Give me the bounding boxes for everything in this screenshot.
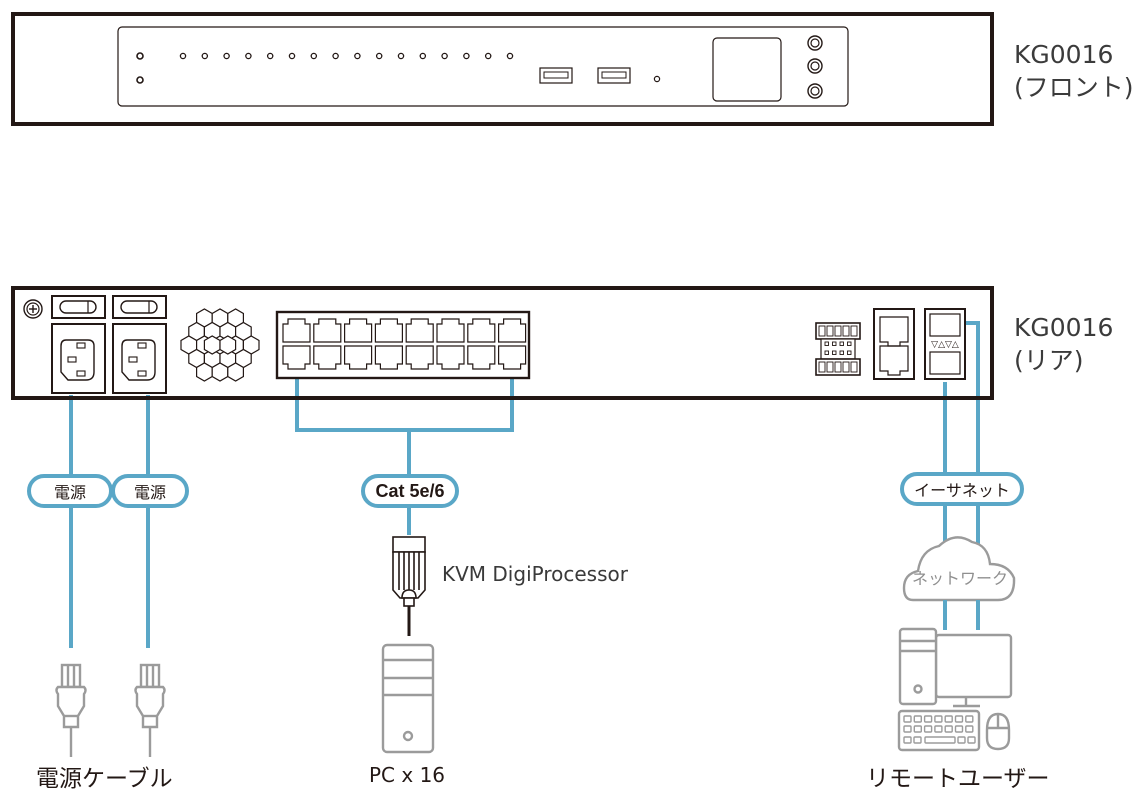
ethernet-cable-label-text: イーサネット [914,481,1010,500]
kvm-port[interactable] [405,345,434,370]
kvm-port[interactable] [374,345,403,370]
status-led-icon [136,76,144,84]
usb-port-2[interactable] [597,67,631,84]
power-switch-2[interactable] [112,295,167,319]
cables [69,321,980,648]
port-led-icon [419,52,427,60]
kvm-port[interactable] [436,345,465,370]
pc-caption: PC x 16 [369,763,446,787]
power-cable-caption: 電源ケーブル [36,766,173,792]
power-cable-label-1: 電源 [27,474,113,508]
cat-cable-label: Cat 5e/6 [361,474,459,508]
power-cable-label-text: 電源 [133,483,166,502]
port-led-icon [288,52,296,60]
kvm-port-block [275,310,531,380]
front-panel [11,12,994,126]
port-led-icon [201,52,209,60]
kvm-port[interactable] [344,318,373,343]
kvm-port[interactable] [374,318,403,343]
port-led-icon [463,52,470,60]
power-cable-label-text: 電源 [53,483,86,502]
port-led-icon [397,52,405,60]
vent-hole [211,362,229,382]
usb-port-1[interactable] [539,67,573,84]
cat-cable-label-text: Cat 5e/6 [375,480,445,501]
port-led-icon [310,52,318,60]
vent-hole [203,335,221,355]
port-led-icon [484,52,492,60]
power-inlet-2[interactable] [112,323,167,394]
port-led-icon [506,52,514,60]
rear-model-name: KG0016 [1014,313,1114,342]
kvm-port[interactable] [498,318,527,343]
kvm-port[interactable] [313,345,342,370]
reset-hole-icon [653,75,661,83]
power-plug-icon [55,663,87,757]
kvm-port[interactable] [344,345,373,370]
port-led-icon [332,52,339,60]
sfp-ports[interactable]: ▽△▽△ [924,308,966,380]
rear-panel: ▽△▽△ [11,286,994,400]
fan-vent-icon [180,308,260,382]
ethernet-cable-2 [966,321,980,630]
kvm-digiprocessor-icon [392,536,426,636]
power-led-icon [136,52,144,60]
lan-port-2[interactable] [879,345,909,376]
port-led-icon [179,52,187,60]
sfp-arrows-icon: ▽△▽△ [931,340,959,350]
kvm-port[interactable] [282,318,311,343]
front-bezel [117,26,849,107]
lan-ports[interactable] [873,308,915,380]
vent-hole [227,362,244,382]
pc-tower-icon [381,643,435,754]
kvm-port[interactable] [313,318,342,343]
ethernet-cable-lower [943,600,980,630]
kvm-port[interactable] [467,318,496,343]
power-inlet-1[interactable] [51,323,106,394]
cat-cable-bundle [295,378,514,432]
ethernet-cable-label: イーサネット [900,472,1024,506]
front-buttons[interactable] [807,35,823,99]
ground-screw-icon [23,299,43,319]
kvm-port[interactable] [467,345,496,370]
port-led-icon [223,52,230,60]
remote-user-caption: リモートユーザー [866,766,1050,792]
sfp-port-1[interactable] [929,313,961,337]
power-plug-icon [134,663,166,757]
front-model-label: KG0016 (フロント) [1014,38,1134,104]
terminal-block-icon [815,322,861,376]
kvm-ports [282,318,527,370]
kvm-port[interactable] [405,318,434,343]
sfp-port-2[interactable] [929,351,961,375]
network-label: ネットワーク [912,569,1009,588]
rear-chassis [11,286,994,400]
front-model-name: KG0016 [1014,40,1114,69]
network-cloud-icon [902,536,1016,602]
rear-view-label: (リア) [1014,346,1084,375]
power-switch-1[interactable] [51,295,106,319]
remote-computer-icon [897,627,1013,752]
port-led-icon [266,52,274,60]
port-led-icon [354,52,361,60]
vent-hole [219,335,237,355]
port-led-icon [441,52,448,60]
processor-label: KVM DigiProcessor [442,562,628,586]
kvm-port[interactable] [498,345,527,370]
port-led-icon [245,52,252,60]
rear-model-label: KG0016 (リア) [1014,311,1113,377]
lcd-display [712,37,782,102]
port-led-row [179,52,514,60]
front-view-label: (フロント) [1014,73,1134,102]
vent-hole [196,362,213,382]
lan-port-1[interactable] [879,316,909,347]
power-cable-label-2: 電源 [111,474,189,508]
port-led-icon [375,52,383,60]
kvm-port[interactable] [282,345,311,370]
kvm-port[interactable] [436,318,465,343]
